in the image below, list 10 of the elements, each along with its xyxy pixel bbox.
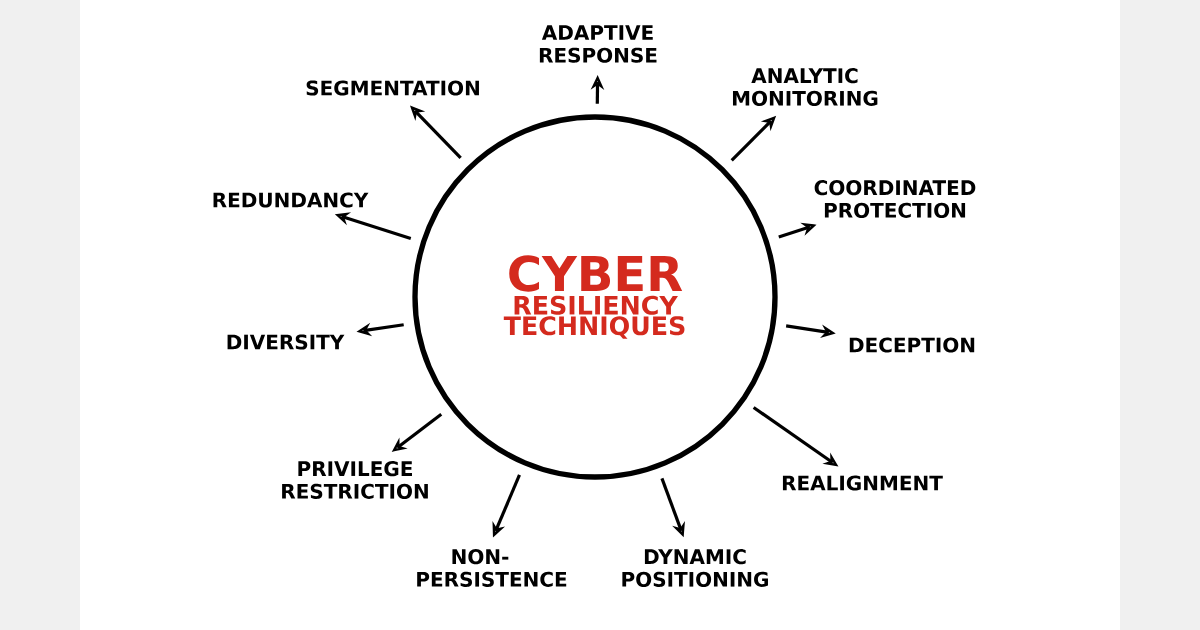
technique-label: ANALYTIC MONITORING (733, 68, 878, 106)
technique-label: REDUNDANCY (213, 192, 369, 208)
technique-label: SEGMENTATION (306, 80, 479, 96)
technique-label: DECEPTION (849, 337, 975, 353)
technique-label: DYNAMIC POSITIONING (622, 549, 768, 587)
technique-label: NON-PERSISTENCE (417, 549, 567, 587)
technique-label: ADAPTIVE RESPONSE (539, 25, 657, 63)
technique-label: COORDINATED PROTECTION (814, 180, 976, 218)
technique-label: DIVERSITY (227, 334, 345, 350)
technique-label: REALIGNMENT (782, 475, 943, 491)
